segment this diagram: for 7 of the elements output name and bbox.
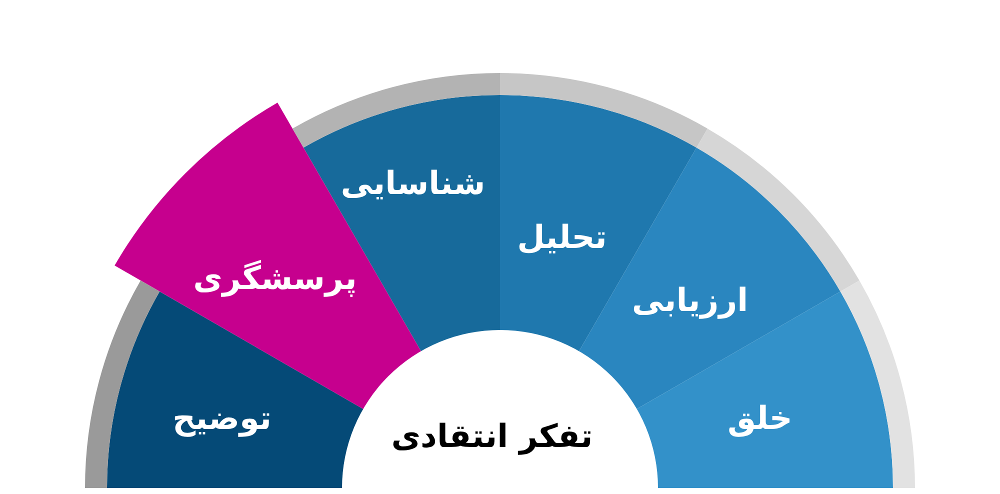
segment-label: تحلیل: [517, 218, 607, 256]
segment-label: خلق: [728, 398, 792, 438]
segment-label: توضیح: [172, 398, 272, 438]
segment-label: شناسایی: [340, 164, 486, 202]
segment-label: ارزیابی: [632, 280, 748, 320]
segment-label: تفکر انتقادی: [391, 416, 593, 456]
segment-label: پرسشگری: [193, 258, 357, 298]
